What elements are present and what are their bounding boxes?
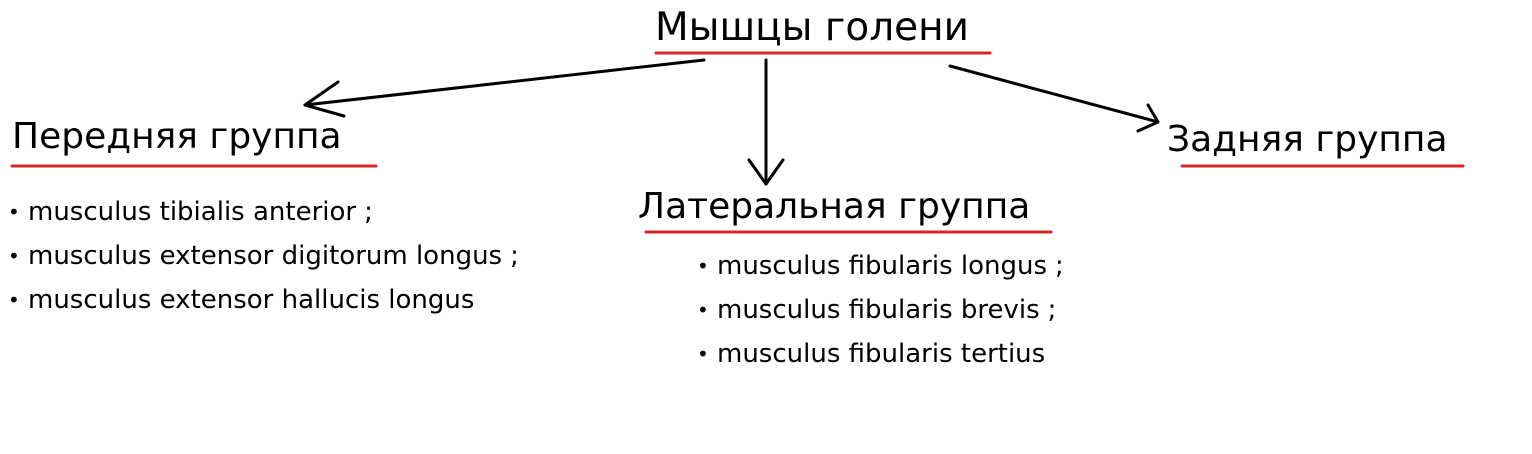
bullet-icon: • <box>697 254 709 278</box>
anterior-muscle-list: • musculus tibialis anterior; • musculus… <box>6 194 519 326</box>
list-item: • musculus fibularis longus; <box>695 248 1064 292</box>
list-item: • musculus fibularis brevis; <box>695 292 1064 336</box>
posterior-group-title: Задняя группа <box>1167 119 1448 160</box>
arrow-to-lateral <box>747 58 785 186</box>
muscle-name: musculus extensor digitorum longus <box>28 241 503 271</box>
muscle-name: musculus fibularis tertius <box>717 339 1046 369</box>
arrow-to-posterior <box>948 64 1160 133</box>
muscle-name: musculus tibialis anterior <box>28 197 357 227</box>
bullet-icon: • <box>697 298 709 322</box>
bullet-icon: • <box>8 200 20 224</box>
list-item: • musculus fibularis tertius <box>695 336 1064 380</box>
separator: ; <box>1055 251 1064 281</box>
muscle-name: musculus fibularis longus <box>717 251 1048 281</box>
list-item: • musculus extensor hallucis longus <box>6 282 519 326</box>
list-item: • musculus tibialis anterior; <box>6 194 519 238</box>
bullet-icon: • <box>8 288 20 312</box>
bullet-icon: • <box>697 342 709 366</box>
list-item: • musculus extensor digitorum longus; <box>6 238 519 282</box>
separator: ; <box>1047 295 1057 325</box>
lateral-muscle-list: • musculus fibularis longus; • musculus … <box>695 248 1064 380</box>
anterior-group-title: Передняя группа <box>12 116 342 157</box>
separator: ; <box>364 197 373 227</box>
arrow-to-anterior <box>303 58 706 118</box>
root-title: Мышцы голени <box>655 5 969 50</box>
bullet-icon: • <box>8 244 20 268</box>
muscle-name: musculus extensor hallucis longus <box>28 285 475 315</box>
muscle-name: musculus fibularis brevis <box>717 295 1040 325</box>
separator: ; <box>510 241 519 271</box>
lateral-group-title: Латеральная группа <box>638 186 1031 227</box>
